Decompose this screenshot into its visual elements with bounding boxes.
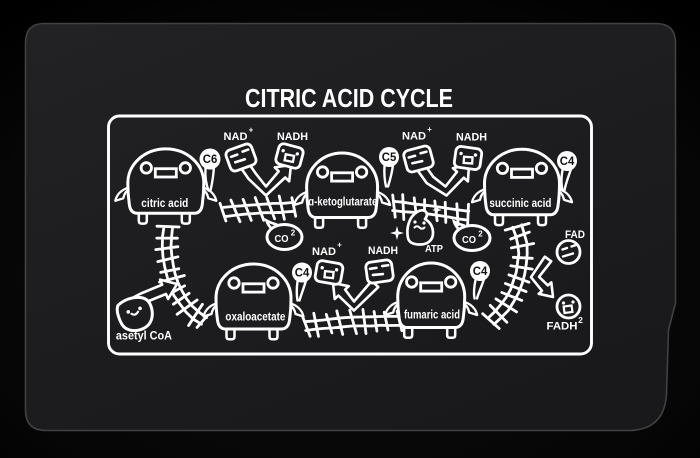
svg-text:NADH: NADH <box>456 132 487 144</box>
svg-text:NAD: NAD <box>402 131 426 143</box>
svg-text:NADH: NADH <box>277 131 308 143</box>
svg-text:CITRIC ACID CYCLE: CITRIC ACID CYCLE <box>245 85 453 113</box>
svg-text:ATP: ATP <box>425 243 443 255</box>
svg-text:C4: C4 <box>560 154 575 168</box>
svg-text:NAD: NAD <box>312 246 336 258</box>
svg-text:FADH: FADH <box>547 321 578 333</box>
svg-text:CO: CO <box>462 234 476 246</box>
svg-text:2: 2 <box>578 315 583 325</box>
svg-text:ɑ-ketoglutarate: ɑ-ketoglutarate <box>308 197 377 209</box>
svg-text:+: + <box>427 125 432 134</box>
svg-text:C5: C5 <box>382 150 397 164</box>
svg-text:NAD: NAD <box>224 131 248 143</box>
svg-text:oxaloacetate: oxaloacetate <box>225 312 285 324</box>
svg-text:CO: CO <box>275 233 289 245</box>
svg-text:2: 2 <box>291 229 296 238</box>
svg-text:2: 2 <box>478 230 483 239</box>
svg-text:succinic acid: succinic acid <box>489 198 551 210</box>
svg-text:citric acid: citric acid <box>141 198 188 210</box>
svg-text:C6: C6 <box>203 152 218 166</box>
svg-text:FAD: FAD <box>565 229 585 241</box>
svg-text:C4: C4 <box>473 264 488 278</box>
svg-text:+: + <box>249 126 254 135</box>
svg-text:fumaric acid: fumaric acid <box>404 310 460 322</box>
svg-text:asetyl CoA: asetyl CoA <box>116 331 172 343</box>
svg-text:NADH: NADH <box>368 245 398 257</box>
svg-text:+: + <box>337 241 342 250</box>
svg-text:C4: C4 <box>295 266 310 280</box>
